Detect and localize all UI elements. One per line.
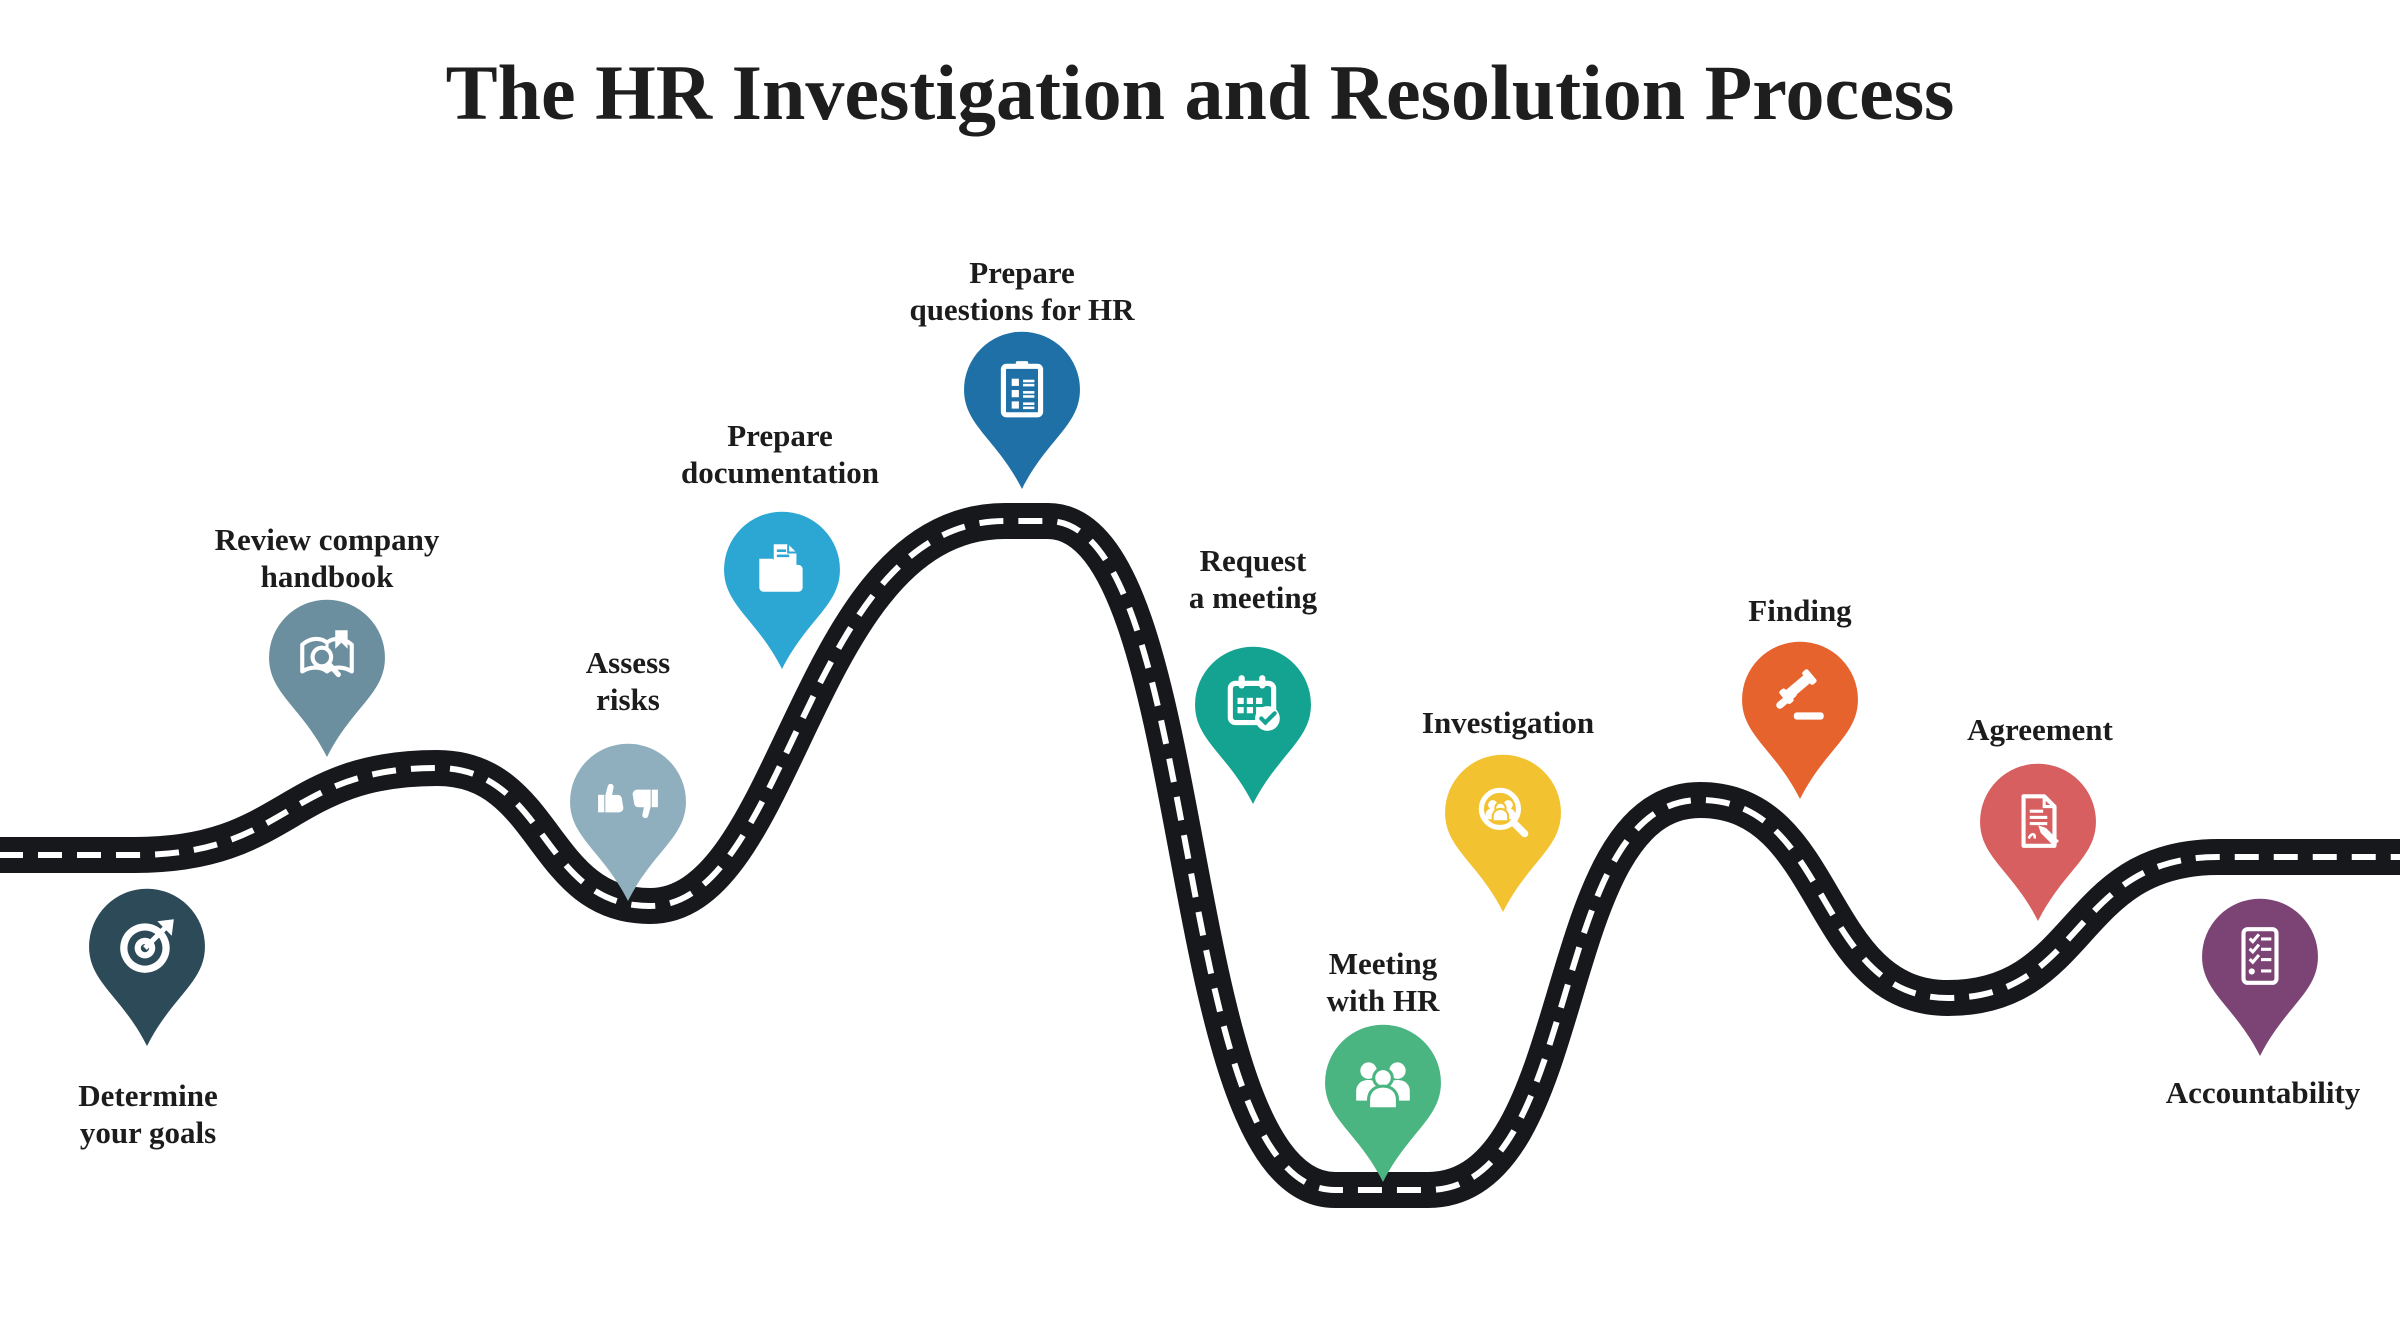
step-label-prepare-documentation: Prepare documentation <box>680 418 880 490</box>
step-label-agreement: Agreement <box>1967 712 2113 747</box>
step-pin-review-company-handbook <box>258 594 396 760</box>
step-label-assess-risks: Assess risks <box>585 645 671 717</box>
step-pin-investigation <box>1434 749 1572 915</box>
calendar-check-icon <box>1227 675 1280 731</box>
step-pin-accountability <box>2191 893 2329 1059</box>
step-pin-prepare-questions-for-hr <box>953 326 1091 492</box>
step-pin-prepare-documentation <box>713 506 851 672</box>
step-pin-finding <box>1731 636 1869 802</box>
clipboard-checklist-icon <box>1000 361 1044 418</box>
step-pin-agreement <box>1969 758 2107 924</box>
gavel-icon <box>1776 669 1824 720</box>
step-label-determine-your-goals: Determine your goals <box>78 1078 218 1150</box>
map-pin-shape <box>570 743 686 902</box>
step-label-request-a-meeting: Request a meeting <box>1188 543 1318 615</box>
step-pin-assess-risks <box>559 738 697 904</box>
checklist-icon <box>2241 927 2279 985</box>
people-magnifier-icon <box>1478 787 1529 838</box>
map-pin-shape <box>1980 763 2096 922</box>
map-pin-shape <box>964 331 1080 490</box>
step-pin-determine-your-goals <box>78 883 216 1049</box>
map-pin-shape <box>269 599 385 758</box>
step-label-finding: Finding <box>1748 593 1852 628</box>
step-pin-meeting-with-hr <box>1314 1019 1452 1185</box>
target-arrow-icon <box>120 919 174 973</box>
map-pin-shape <box>1742 641 1858 800</box>
step-label-review-company-handbook: Review company handbook <box>214 522 440 594</box>
map-pin-shape <box>2202 898 2318 1057</box>
document-signature-icon <box>2021 794 2060 848</box>
step-pin-request-a-meeting <box>1184 641 1322 807</box>
folder-documents-icon <box>759 544 803 592</box>
step-label-prepare-questions-for-hr: Prepare questions for HR <box>909 255 1135 327</box>
page-title: The HR Investigation and Resolution Proc… <box>445 49 1955 136</box>
map-pin-shape <box>1445 754 1561 913</box>
step-label-meeting-with-hr: Meeting with HR <box>1326 946 1440 1018</box>
step-label-investigation: Investigation <box>1421 705 1595 740</box>
thumbs-up-down-icon <box>598 783 658 819</box>
road-lane-dashes <box>0 518 2400 1193</box>
people-group-icon <box>1356 1062 1410 1111</box>
step-label-accountability: Accountability <box>2165 1075 2361 1110</box>
book-magnifier-icon <box>300 630 354 678</box>
map-pin-shape <box>1195 646 1311 805</box>
